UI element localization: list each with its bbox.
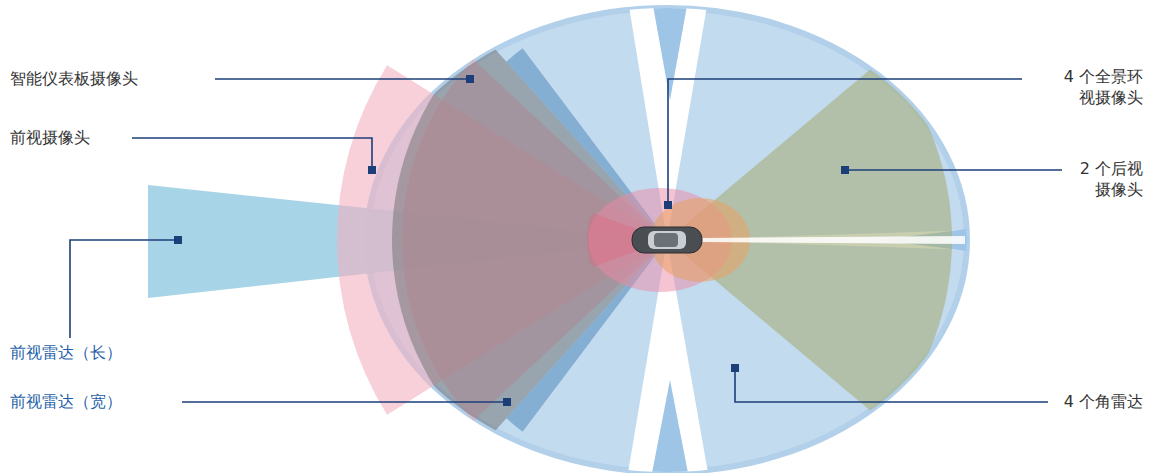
callout-label: 前视雷达（宽） (10, 391, 122, 412)
callout-label: 前视摄像头 (10, 127, 90, 148)
leader-marker (503, 398, 511, 406)
leader-line (70, 240, 178, 338)
leader-line (182, 401, 507, 403)
callout-label: 4 个全景环 视摄像头 (1043, 66, 1143, 108)
callout-label: 前视雷达（长） (10, 342, 122, 363)
leader-marker (174, 236, 182, 244)
leader-line (735, 368, 1048, 402)
callout-label: 4 个角雷达 (1064, 391, 1143, 412)
callout-label: 2 个后视 摄像头 (1043, 158, 1143, 200)
leader-marker (368, 166, 376, 174)
car-top-view (632, 227, 702, 253)
leader-line (845, 169, 1062, 171)
leader-line (132, 138, 372, 170)
wide-radar-fov (392, 36, 667, 445)
callout-label: 智能仪表板摄像头 (10, 68, 138, 89)
leader-marker (664, 201, 672, 209)
leader-line (215, 78, 470, 80)
leader-marker (731, 364, 739, 372)
overlap-strip (652, 380, 688, 473)
leader-line (668, 79, 1022, 205)
overlap-strip (652, 0, 688, 100)
leader-marker (841, 166, 849, 174)
centre-line (700, 236, 965, 244)
leader-marker (466, 75, 474, 83)
